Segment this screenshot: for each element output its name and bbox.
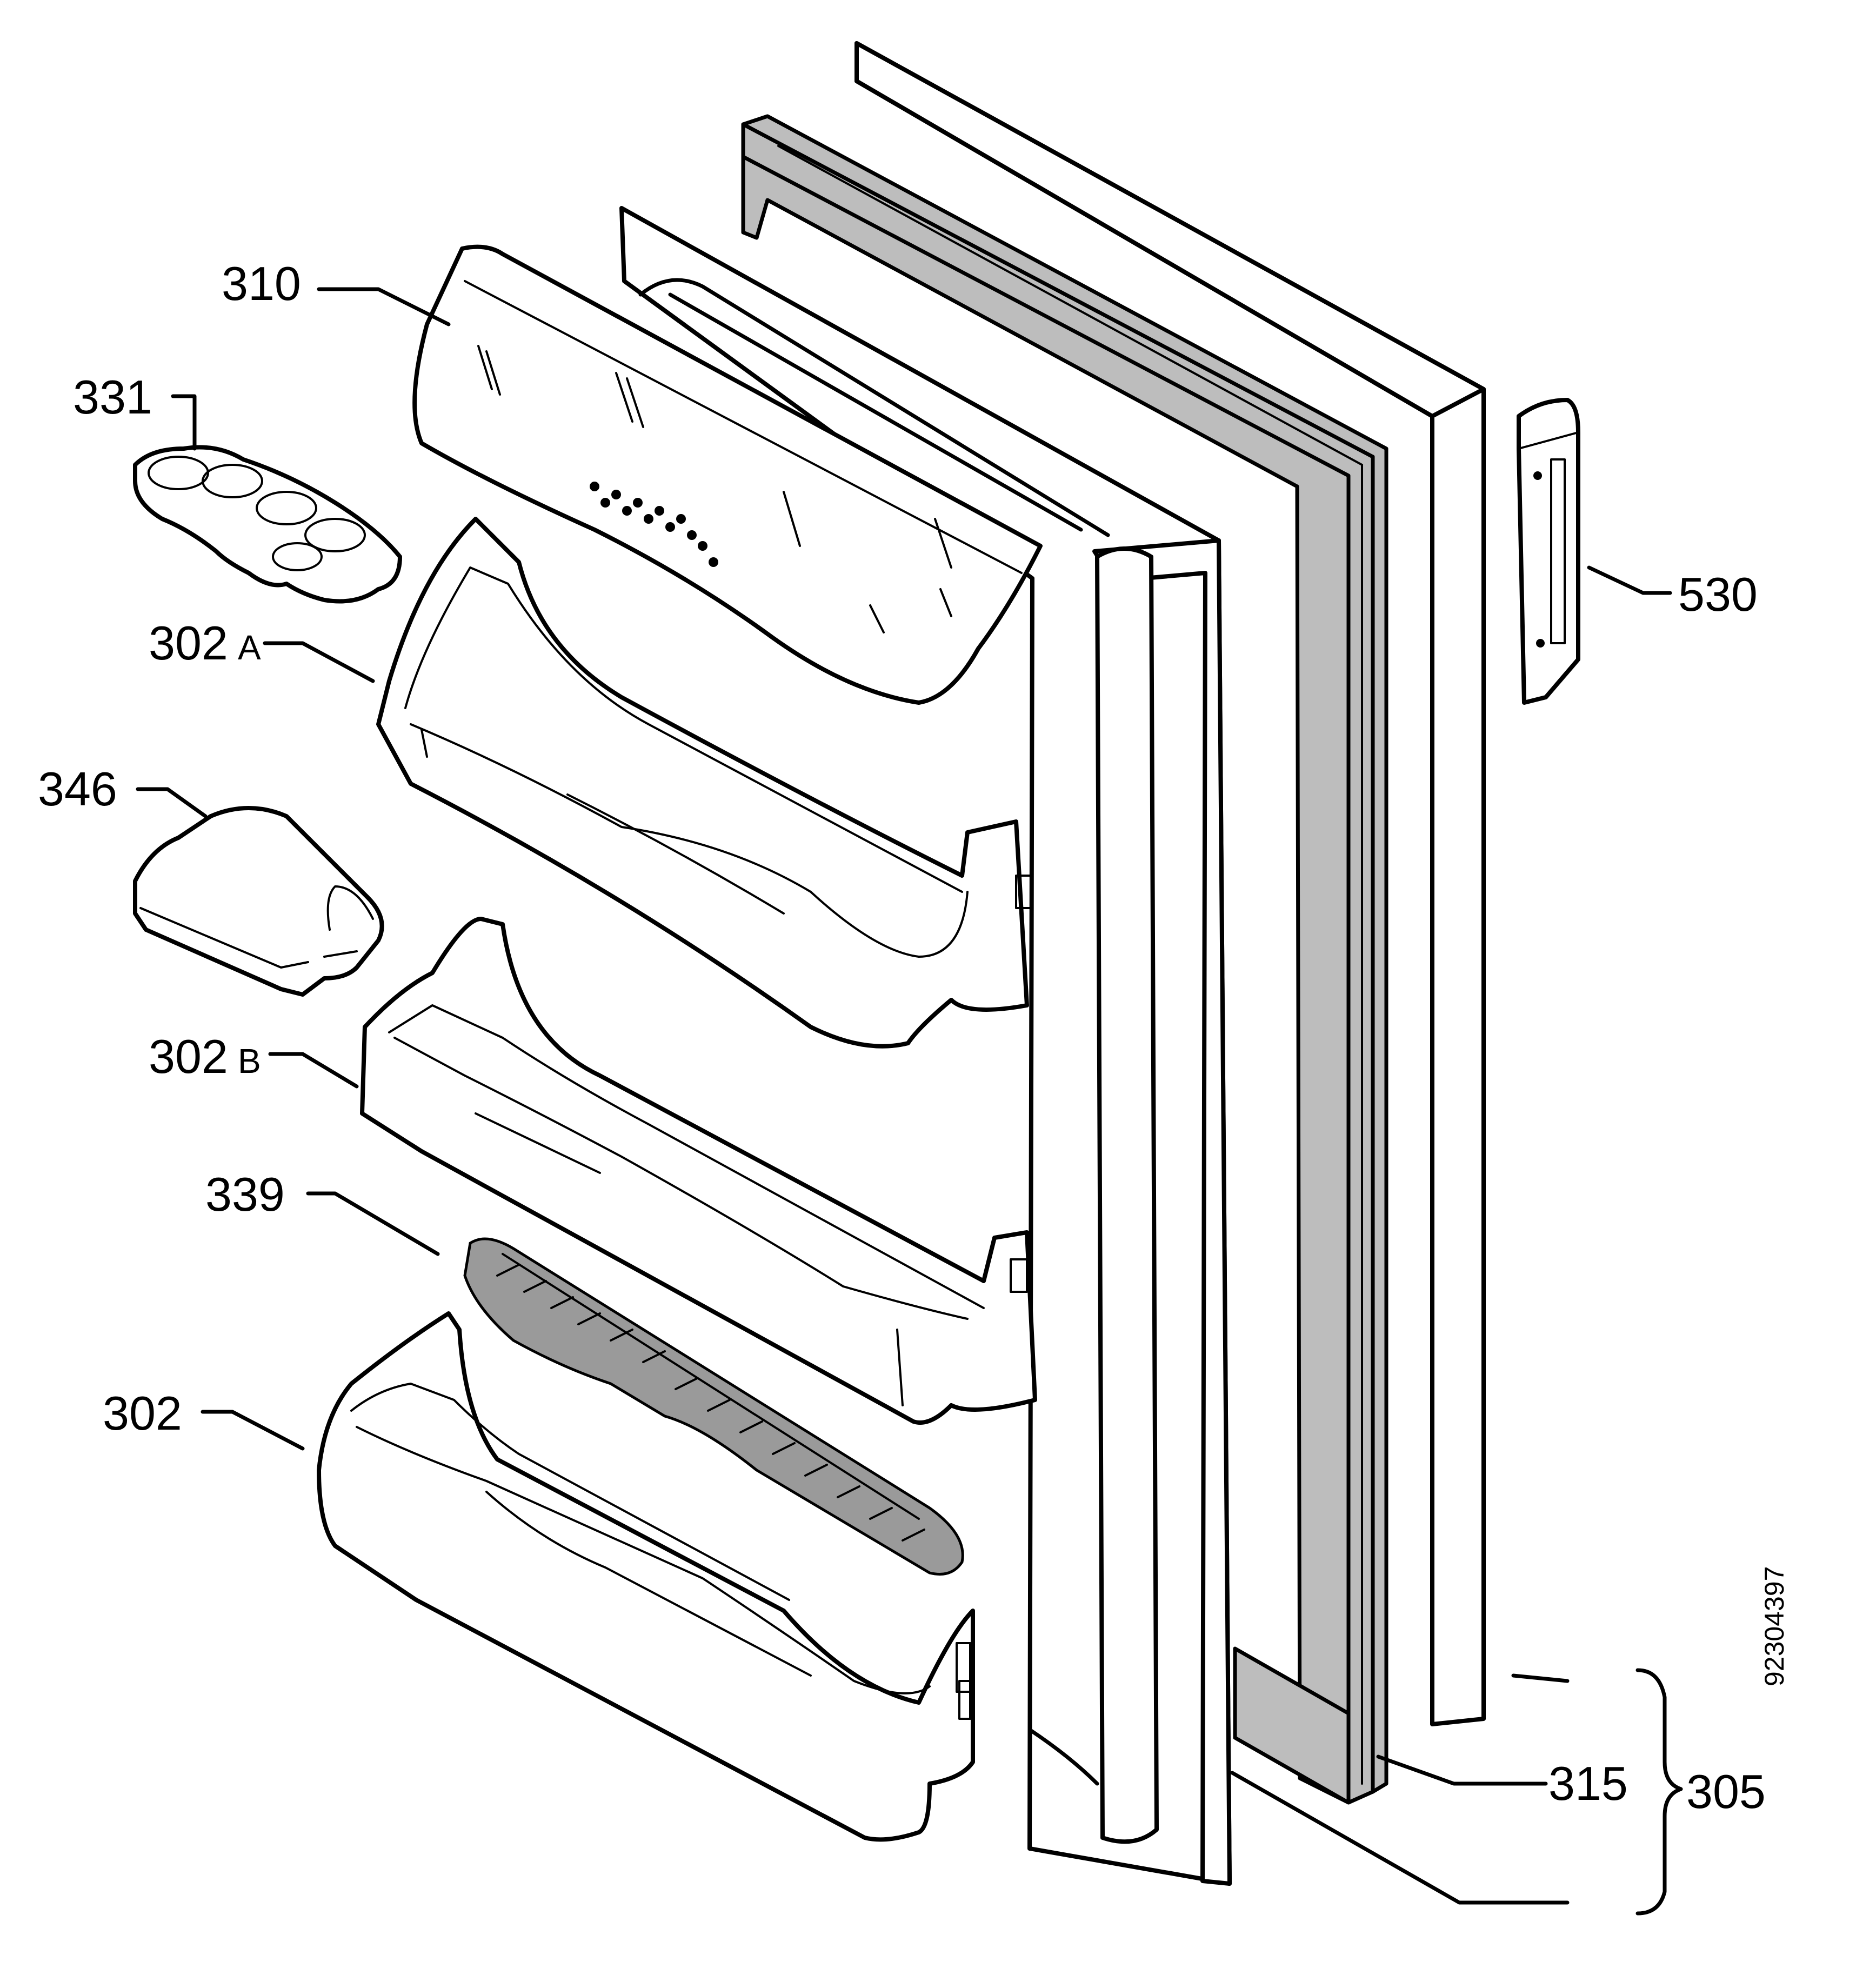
document-number: 92304397 xyxy=(1759,1566,1790,1686)
label-530: 530 xyxy=(1678,568,1758,621)
part-310-shelf-cover xyxy=(412,244,1043,705)
door-outer-panel xyxy=(854,41,1486,1726)
part-331-egg-tray xyxy=(133,445,402,604)
label-302a: 302 xyxy=(149,616,228,670)
label-315: 315 xyxy=(1548,1757,1628,1810)
door-gasket xyxy=(741,114,1388,1805)
part-302b-door-shelf xyxy=(360,917,1037,1425)
label-302b-suffix: B xyxy=(238,1042,261,1080)
label-302: 302 xyxy=(103,1386,182,1440)
label-302b: 302 xyxy=(149,1030,228,1083)
label-339: 339 xyxy=(205,1167,285,1221)
part-346-butter-dish xyxy=(133,806,384,997)
label-305: 305 xyxy=(1686,1765,1766,1818)
part-302-door-shelf xyxy=(317,1311,975,1842)
part-530-hinge-bracket xyxy=(1517,398,1580,705)
label-310: 310 xyxy=(222,257,301,310)
part-302a-door-shelf xyxy=(376,517,1033,1049)
part-339-bottle-holder xyxy=(463,1237,964,1576)
label-346: 346 xyxy=(38,762,117,816)
label-302a-suffix: A xyxy=(238,628,261,667)
door-inner-liner xyxy=(619,206,1232,1886)
leader-lines xyxy=(136,287,1683,1916)
label-331: 331 xyxy=(73,370,152,424)
